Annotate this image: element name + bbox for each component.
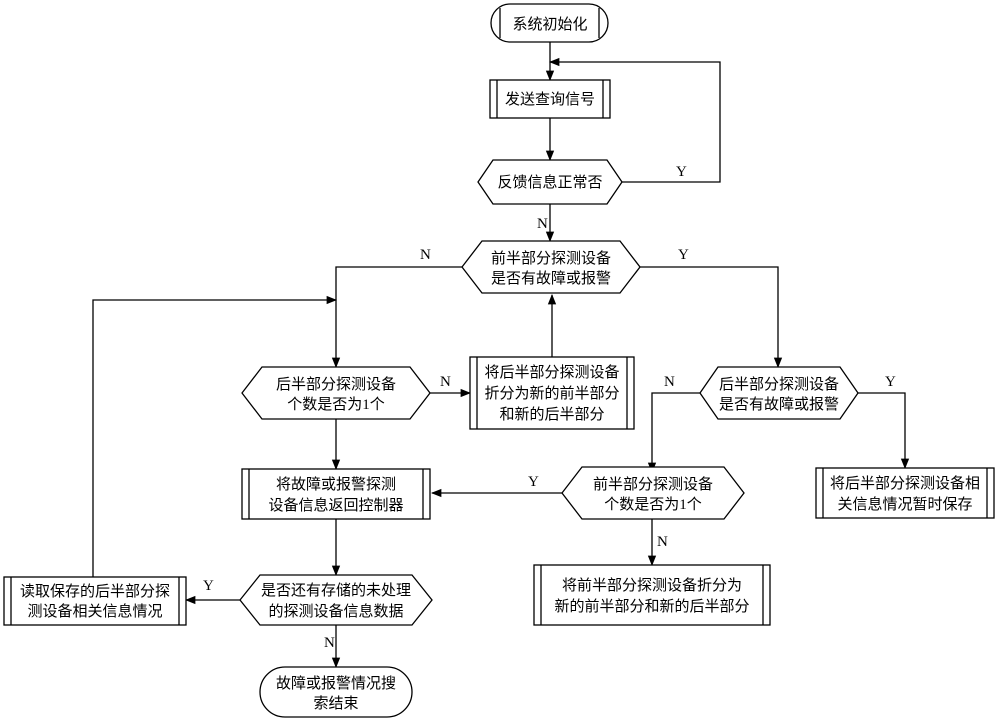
split-front-label-2: 新的前半部分和新的后半部分 <box>554 598 749 615</box>
start-label: 系统初始化 <box>512 16 587 33</box>
save-rear-label-2: 关信息情况暂时保存 <box>837 496 972 513</box>
edge-labels: Y N N Y N N Y Y N Y N <box>203 164 896 651</box>
pending-label-2: 的探测设备信息数据 <box>268 603 403 620</box>
pending-data-decision: 是否还有存储的未处理 的探测设备信息数据 <box>239 574 433 626</box>
read-saved-process: 读取保存的后半部分探 测设备相关信息情况 <box>3 576 187 626</box>
feedback-label: 反馈信息正常否 <box>497 174 602 191</box>
start-terminator: 系统初始化 <box>490 3 609 43</box>
split-front-process: 将前半部分探测设备折分为 新的前半部分和新的后半部分 <box>533 564 771 626</box>
label-pending-no: N <box>324 635 335 651</box>
save-rear-process: 将后半部分探测设备相 关信息情况暂时保存 <box>815 467 995 519</box>
label-front-count-no: N <box>657 534 668 550</box>
end-label-1: 故障或报警情况搜 <box>276 674 396 692</box>
label-rear-count-no: N <box>440 374 451 390</box>
label-front-count-yes: Y <box>528 474 539 490</box>
rear-count-decision: 后半部分探测设备 个数是否为1个 <box>241 366 431 420</box>
pending-label-1: 是否还有存储的未处理 <box>261 582 411 599</box>
front-fault-decision: 前半部分探测设备 是否有故障或报警 <box>461 240 641 294</box>
edge-rear-fault-yes <box>858 392 910 470</box>
save-rear-label-1: 将后半部分探测设备相 <box>830 475 980 492</box>
end-terminator: 故障或报警情况搜 索结束 <box>259 666 413 718</box>
split-rear-label-2: 折分为新的前半部分 <box>484 385 619 402</box>
edge-front-fault-yes <box>640 266 783 369</box>
send-query-process: 发送查询信号 <box>489 79 611 119</box>
connectors <box>92 42 910 669</box>
front-fault-label-1: 前半部分探测设备 <box>491 250 611 267</box>
return-controller-process: 将故障或报警探测 设备信息返回控制器 <box>241 468 431 520</box>
split-rear-label-3: 和新的后半部分 <box>499 406 604 423</box>
send-query-label: 发送查询信号 <box>505 91 595 108</box>
return-controller-label-2: 设备信息返回控制器 <box>268 497 403 514</box>
label-feedback-yes: Y <box>676 164 687 180</box>
split-front-label-1: 将前半部分探测设备折分为 <box>562 577 742 594</box>
front-count-label-2: 个数是否为1个 <box>604 496 702 513</box>
front-fault-label-2: 是否有故障或报警 <box>491 269 611 287</box>
read-saved-label-1: 读取保存的后半部分探 <box>20 583 170 600</box>
edge-read-saved-loop <box>92 295 338 577</box>
read-saved-label-2: 测设备相关信息情况 <box>27 603 162 620</box>
front-count-decision: 前半部分探测设备 个数是否为1个 <box>561 466 745 520</box>
split-rear-label-1: 将后半部分探测设备 <box>484 364 619 381</box>
rear-fault-decision: 后半部分探测设备 是否有故障或报警 <box>699 366 859 420</box>
label-pending-yes: Y <box>203 578 214 594</box>
rear-fault-label-2: 是否有故障或报警 <box>719 395 839 413</box>
label-feedback-no: N <box>537 216 548 232</box>
feedback-decision: 反馈信息正常否 <box>477 159 623 205</box>
front-count-label-1: 前半部分探测设备 <box>593 476 713 493</box>
label-rear-fault-no: N <box>664 374 675 390</box>
edge-front-fault-no <box>331 266 462 369</box>
rear-fault-label-1: 后半部分探测设备 <box>719 376 839 393</box>
rear-count-label-1: 后半部分探测设备 <box>276 376 396 393</box>
edge-rear-fault-no <box>647 392 700 474</box>
split-rear-process: 将后半部分探测设备 折分为新的前半部分 和新的后半部分 <box>469 356 635 430</box>
edge-feedback-yes-loop <box>548 57 721 183</box>
label-front-fault-yes: Y <box>678 247 689 263</box>
label-rear-fault-yes: Y <box>885 374 896 390</box>
end-label-2: 索结束 <box>313 695 358 712</box>
rear-count-label-2: 个数是否为1个 <box>287 396 385 413</box>
label-front-fault-no: N <box>420 247 431 263</box>
return-controller-label-1: 将故障或报警探测 <box>276 475 396 493</box>
